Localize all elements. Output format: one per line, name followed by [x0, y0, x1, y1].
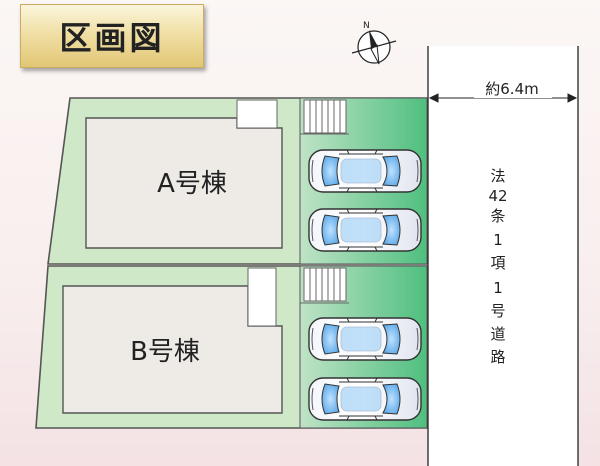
- house-b-porch: [247, 267, 277, 327]
- steps-a: [303, 99, 347, 134]
- road-width-label: 約6.4m: [485, 80, 538, 98]
- road-label: 法 42 条 1 項 1 号 道 路: [488, 167, 507, 366]
- car-icon: [308, 377, 422, 421]
- north-arrow-icon: N: [351, 21, 397, 65]
- road: [428, 46, 578, 466]
- svg-text:42: 42: [488, 187, 507, 205]
- svg-text:N: N: [363, 21, 370, 31]
- svg-text:法: 法: [490, 167, 505, 185]
- page-title: 区画図: [59, 19, 165, 57]
- car-icon: [308, 317, 422, 361]
- svg-text:1: 1: [493, 231, 503, 249]
- car-icon: [308, 149, 422, 193]
- steps-b: [303, 267, 347, 302]
- svg-text:1: 1: [493, 279, 503, 297]
- house-a-porch: [236, 99, 278, 129]
- title-box: 区画図: [20, 4, 204, 68]
- svg-text:道: 道: [490, 325, 505, 343]
- svg-text:項: 項: [490, 254, 505, 272]
- svg-text:条: 条: [490, 207, 505, 225]
- svg-text:号: 号: [490, 302, 505, 320]
- svg-text:路: 路: [490, 348, 505, 366]
- car-icon: [308, 208, 422, 252]
- building-a-label: A号棟: [157, 169, 227, 199]
- building-b-label: B号棟: [130, 337, 200, 367]
